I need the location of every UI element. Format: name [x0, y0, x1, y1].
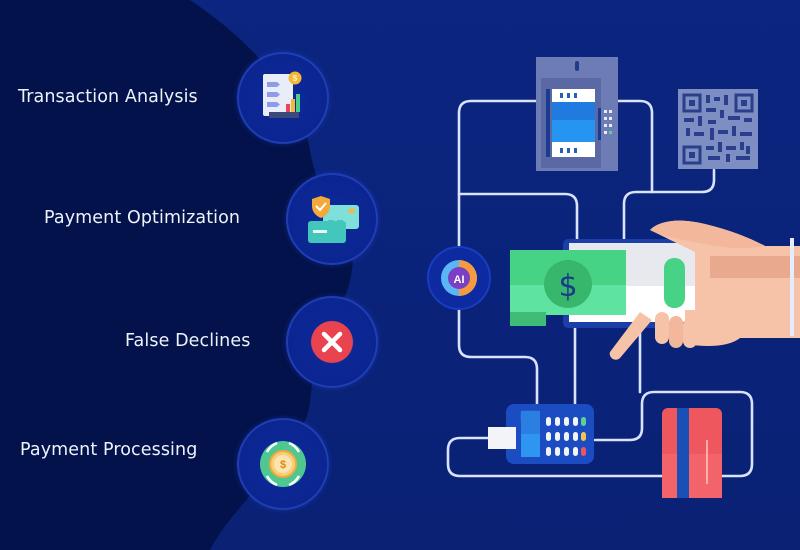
feature-label-transaction-analysis: Transaction Analysis: [18, 87, 198, 107]
dollar-sign: $: [558, 269, 577, 304]
feature-circle-transaction-analysis: $: [237, 52, 329, 144]
cash-bill-icon: [510, 250, 626, 326]
feature-label-false-declines: False Declines: [125, 331, 251, 351]
feature-circle-payment-processing: $: [237, 418, 329, 510]
credit-card-icon: [662, 408, 722, 498]
transaction-analysis-icon: $: [263, 71, 302, 118]
ai-badge: [427, 246, 491, 310]
atm-icon: [536, 57, 618, 171]
qr-code-icon: [678, 89, 758, 169]
card-terminal-icon: [488, 404, 594, 464]
hand-icon: [609, 220, 800, 360]
ai-badge-label: AI: [454, 274, 465, 286]
svg-text:$: $: [293, 74, 298, 83]
feature-circle-false-declines: [286, 296, 378, 388]
network-lines: [446, 99, 754, 478]
svg-text:$: $: [280, 459, 286, 471]
payment-processing-icon: $: [260, 441, 306, 487]
feature-label-payment-optimization: Payment Optimization: [44, 208, 241, 228]
payment-optimization-icon: [308, 196, 359, 243]
feature-circle-payment-optimization: [286, 173, 378, 265]
decline-x-icon: [311, 321, 353, 363]
feature-label-payment-processing: Payment Processing: [20, 440, 198, 460]
